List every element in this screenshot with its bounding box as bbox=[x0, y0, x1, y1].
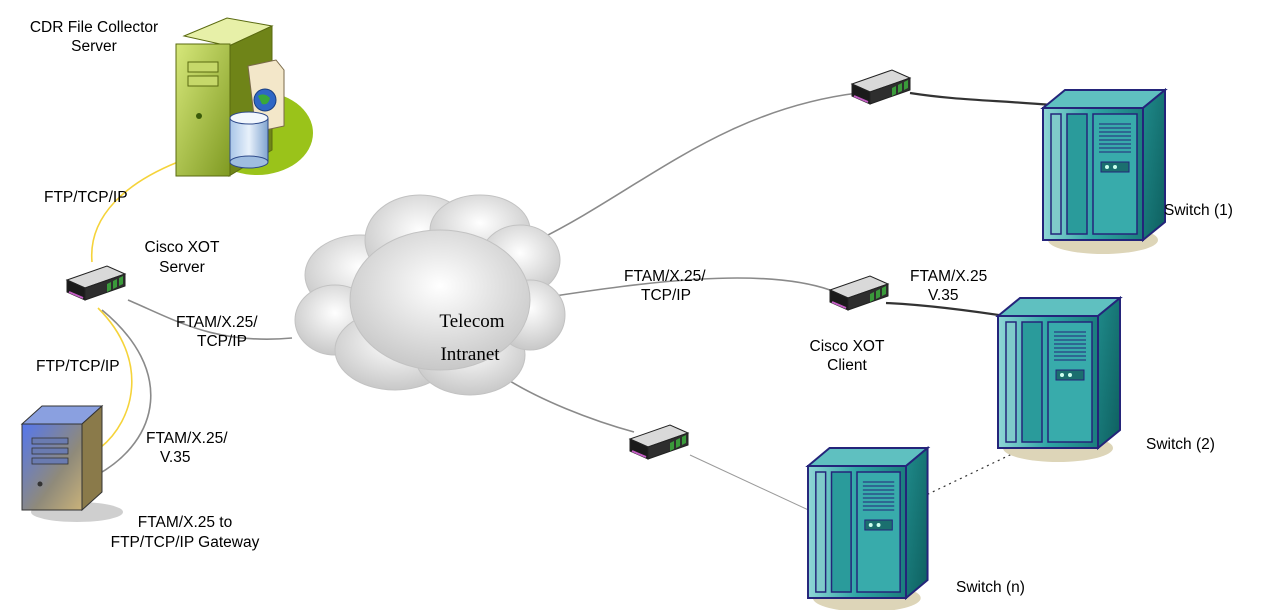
xot-client-label-line1: Cisco XOT bbox=[810, 338, 885, 355]
serial-link-router1-to-switch1 bbox=[909, 91, 1053, 107]
ftam-v35-left-label-line1: FTAM/X.25/ bbox=[146, 430, 228, 447]
xot-server-label-line2: Server bbox=[159, 259, 205, 276]
cloud-label-line1: Telecom bbox=[439, 311, 504, 332]
ftam-tcp-left-label-line1: FTAM/X.25/ bbox=[176, 314, 258, 331]
switch-2-cabinet-icon bbox=[997, 297, 1121, 463]
gateway-label-line2: FTP/TCP/IP Gateway bbox=[111, 534, 260, 551]
ftp-link-cdr-to-xot bbox=[91, 161, 179, 263]
link-router3-to-switch-n bbox=[689, 454, 831, 521]
ftam-link-xot-to-gateway bbox=[96, 309, 152, 476]
switch-1-label: Switch (1) bbox=[1164, 202, 1233, 219]
ftam-tcp-left-label-line2: TCP/IP bbox=[197, 333, 247, 350]
router-icon-bottom bbox=[629, 424, 689, 460]
tower-server-icon bbox=[20, 404, 123, 522]
xot-server-router-icon bbox=[66, 265, 126, 301]
ftam-tcp-mid-label-line1: FTAM/X.25/ bbox=[624, 268, 706, 285]
ftam-v35-left-label-line2: V.35 bbox=[160, 449, 190, 466]
cloud-label-line2: Intranet bbox=[440, 344, 500, 365]
xot-server-label-line1: Cisco XOT bbox=[145, 239, 220, 256]
cloud-icon bbox=[294, 194, 566, 396]
ftam-link-cloud-to-xot-client bbox=[547, 277, 831, 298]
ftam-v35-right-label-line2: V.35 bbox=[928, 287, 958, 304]
ftp-left-link-label: FTP/TCP/IP bbox=[36, 358, 120, 375]
switch-n-label: Switch (n) bbox=[956, 579, 1025, 596]
ftp-top-link-label: FTP/TCP/IP bbox=[44, 189, 128, 206]
gateway-label-line1: FTAM/X.25 to bbox=[138, 514, 232, 531]
ftam-link-cloud-to-router3 bbox=[504, 377, 635, 433]
switch-1-cabinet-icon bbox=[1042, 89, 1166, 255]
ftam-tcp-mid-label-line2: TCP/IP bbox=[641, 287, 691, 304]
xot-client-label-line2: Client bbox=[827, 357, 867, 374]
ftp-link-xot-to-gateway bbox=[97, 307, 133, 449]
ftam-v35-right-label-line1: FTAM/X.25 bbox=[910, 268, 987, 285]
cdr-server-label-line1: CDR File Collector bbox=[30, 19, 158, 36]
xot-client-router-icon bbox=[829, 275, 889, 311]
ftam-link-xot-to-cloud bbox=[127, 299, 293, 340]
ftam-link-cloud-to-router1 bbox=[537, 92, 859, 241]
cdr-server-label-line2: Server bbox=[71, 38, 117, 55]
switch-2-label: Switch (2) bbox=[1146, 436, 1215, 453]
server-with-database-icon bbox=[175, 17, 313, 177]
router-icon-top bbox=[851, 69, 911, 105]
switch-n-cabinet-icon bbox=[807, 447, 929, 610]
